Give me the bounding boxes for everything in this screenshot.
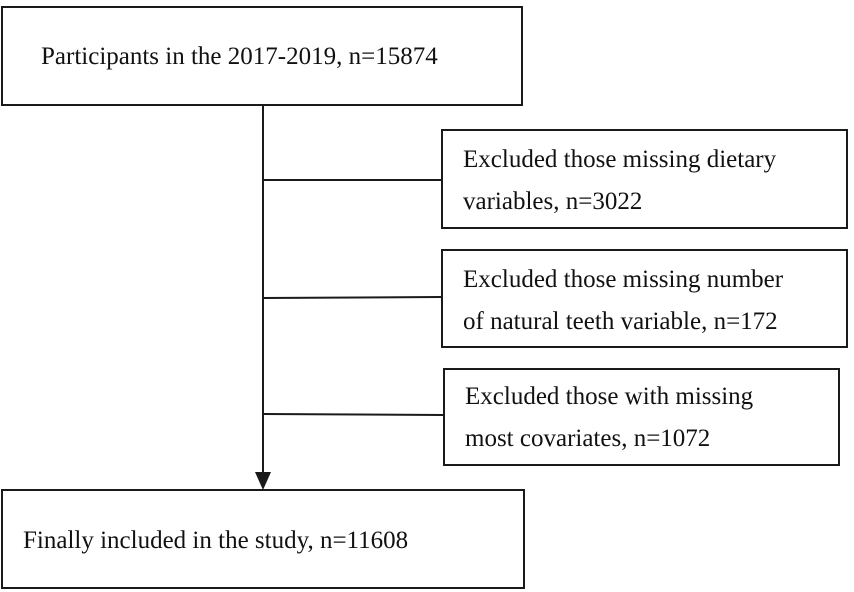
participants-box: Participants in the 2017-2019, n=15874: [1, 6, 523, 106]
branch-line-3: [262, 413, 444, 416]
included-box: Finally included in the study, n=11608: [1, 489, 525, 589]
exclusion-text-teeth: Excluded those missing number of natural…: [463, 266, 784, 335]
exclusion-text-dietary: Excluded those missing dietary variables…: [463, 146, 777, 215]
branch-line-2: [262, 296, 442, 299]
participants-text: Participants in the 2017-2019, n=15874: [41, 43, 438, 70]
exclusion-text-covariates: Excluded those with missing most covaria…: [465, 383, 754, 452]
exclusion-box-dietary: Excluded those missing dietary variables…: [441, 129, 848, 229]
exclusion-box-covariates: Excluded those with missing most covaria…: [443, 368, 840, 466]
down-arrow-head: [255, 472, 271, 490]
included-text: Finally included in the study, n=11608: [23, 527, 409, 554]
exclusion-box-teeth: Excluded those missing number of natural…: [441, 249, 848, 348]
